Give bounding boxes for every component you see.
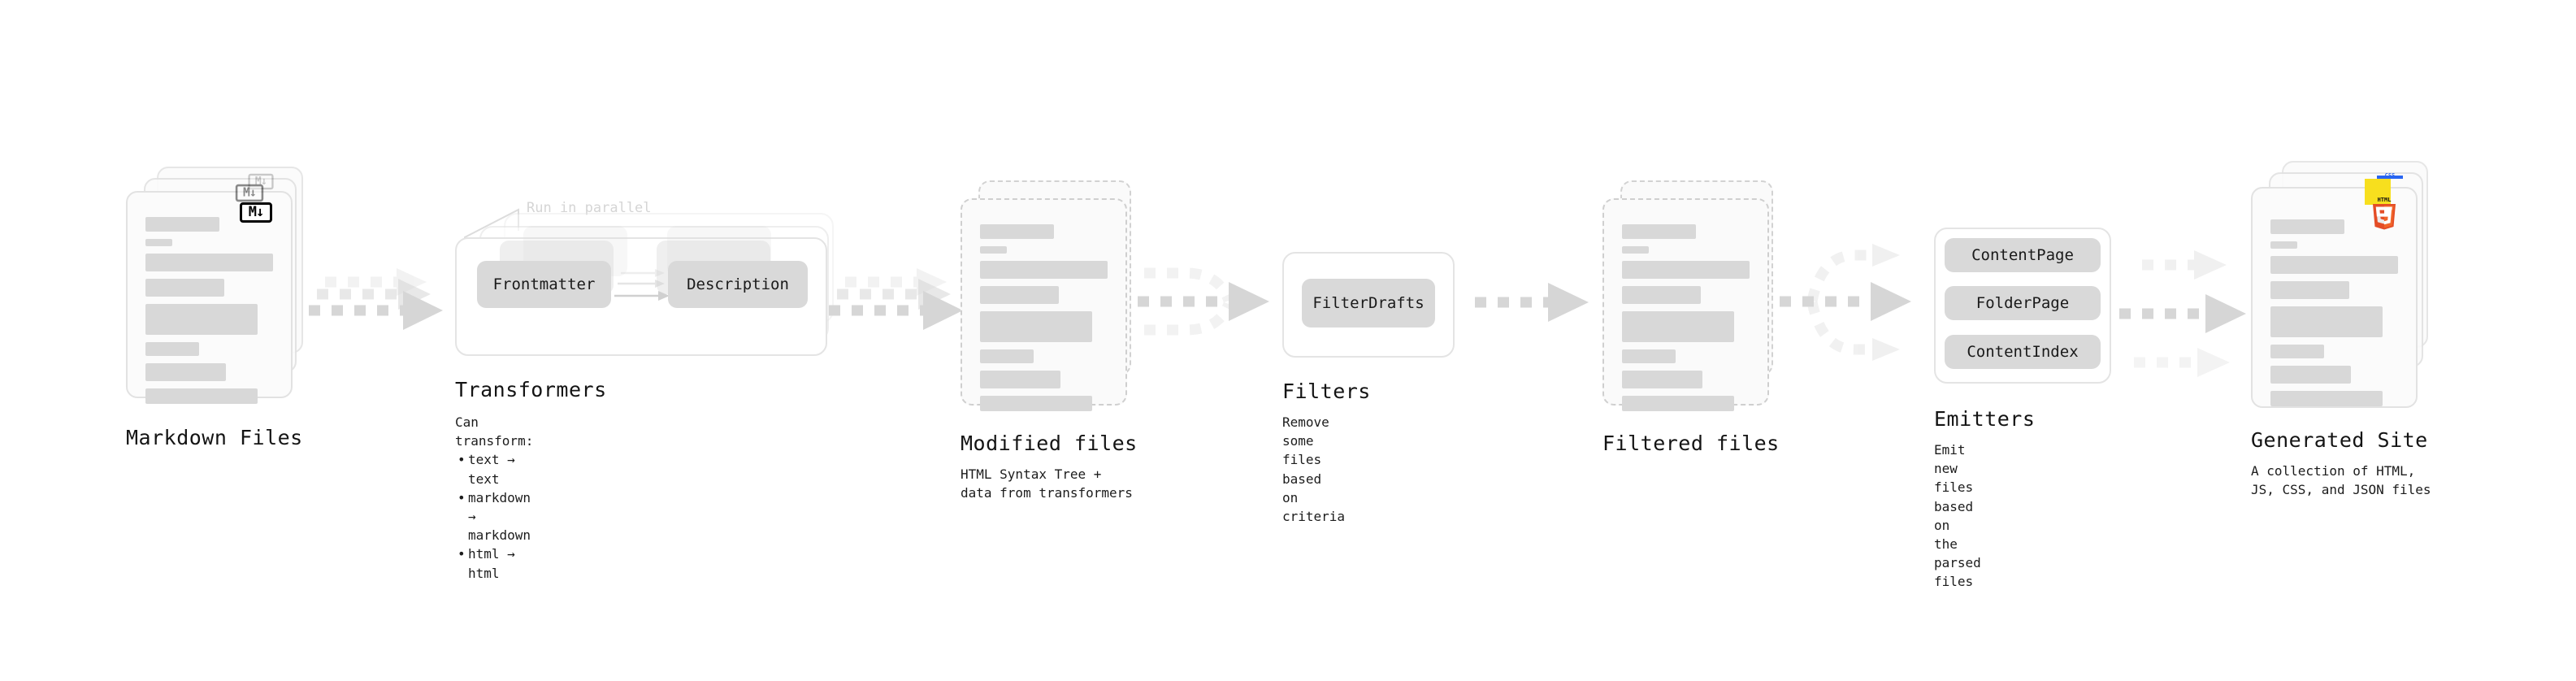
stage-subtitle-generated-site: A collection of HTML, JS, CSS, and JSON … (2251, 463, 2431, 498)
filtered-file-stack (1602, 180, 1781, 424)
stage-modified-files: Modified files HTML Syntax Tree + data f… (961, 180, 1139, 501)
stage-title-filtered-files: Filtered files (1602, 432, 1780, 455)
transform-heading: Can transform: (455, 414, 534, 449)
document-skeleton (145, 217, 273, 411)
modified-file-stack (961, 180, 1139, 424)
run-in-parallel-label: Run in parallel (527, 200, 652, 216)
connector-filtered-to-emitters (1780, 244, 1911, 361)
stage-title-markdown-files: Markdown Files (126, 426, 303, 449)
document-card-front (1602, 198, 1769, 411)
document-skeleton (1622, 224, 1750, 419)
stage-title-transformers: Transformers (455, 378, 607, 401)
svg-text:HTML: HTML (2378, 197, 2392, 203)
js-icon (2365, 179, 2391, 205)
css3-icon: CSS (2377, 167, 2403, 179)
markdown-icon: M↓ (240, 202, 272, 223)
stage-subtitle-filters: Remove some files based on criteria (1282, 414, 1346, 524)
transformer-inner-arrows (614, 269, 670, 301)
markdown-file-stack: M↓ M↓ M↓ (126, 167, 305, 419)
emitter-pill-contentpage[interactable]: ContentPage (1945, 238, 2101, 272)
markdown-icon-back-2: M↓ (248, 173, 274, 190)
transform-item-markdown: markdown → markdown (458, 488, 533, 545)
stage-subtitle-emitters: Emit new files based on the parsed files (1934, 442, 1981, 590)
filter-pill-filterdrafts[interactable]: FilterDrafts (1302, 279, 1435, 327)
emitter-pill-folderpage[interactable]: FolderPage (1945, 286, 2101, 320)
transform-item-html: html → html (458, 544, 533, 582)
stage-generated-site: CSS HTML Generated Site A collection of … (2251, 161, 2438, 497)
stage-title-modified-files: Modified files (961, 432, 1138, 455)
stage-subtitle-transformers: Can transform: text → text markdown → ma… (455, 413, 533, 583)
document-card-front (126, 191, 293, 404)
stage-filtered-files: Filtered files (1602, 180, 1781, 454)
stage-title-emitters: Emitters (1934, 407, 2036, 431)
document-card-front (2251, 187, 2418, 408)
document-skeleton (2270, 219, 2398, 414)
connector-emitters-to-site (2119, 250, 2246, 377)
document-card-front (961, 198, 1127, 411)
stage-subtitle-modified-files: HTML Syntax Tree + data from transformer… (961, 466, 1133, 501)
emitter-pill-contentindex[interactable]: ContentIndex (1945, 335, 2101, 369)
connector-transformers-to-modified (829, 268, 963, 330)
stage-title-generated-site: Generated Site (2251, 428, 2428, 452)
transform-item-text: text → text (458, 450, 533, 488)
transform-list: text → text markdown → markdown html → h… (455, 450, 533, 582)
transformer-pill-description[interactable]: Description (668, 261, 808, 308)
connector-filters-to-filtered (1475, 283, 1589, 322)
connector-modified-to-filters (1138, 267, 1269, 336)
stage-title-filters: Filters (1282, 380, 1371, 403)
generated-site-stack: CSS HTML (2251, 161, 2438, 421)
connector-md-to-transformers (309, 268, 443, 330)
stage-markdown-files: M↓ M↓ M↓ Markdown Files (126, 167, 305, 449)
markdown-icon-back-1: M↓ (235, 184, 264, 202)
transformer-pill-frontmatter[interactable]: Frontmatter (477, 261, 611, 308)
html5-icon: HTML (2370, 195, 2398, 230)
document-skeleton (980, 224, 1108, 419)
css3-icon-bar (2377, 176, 2403, 179)
